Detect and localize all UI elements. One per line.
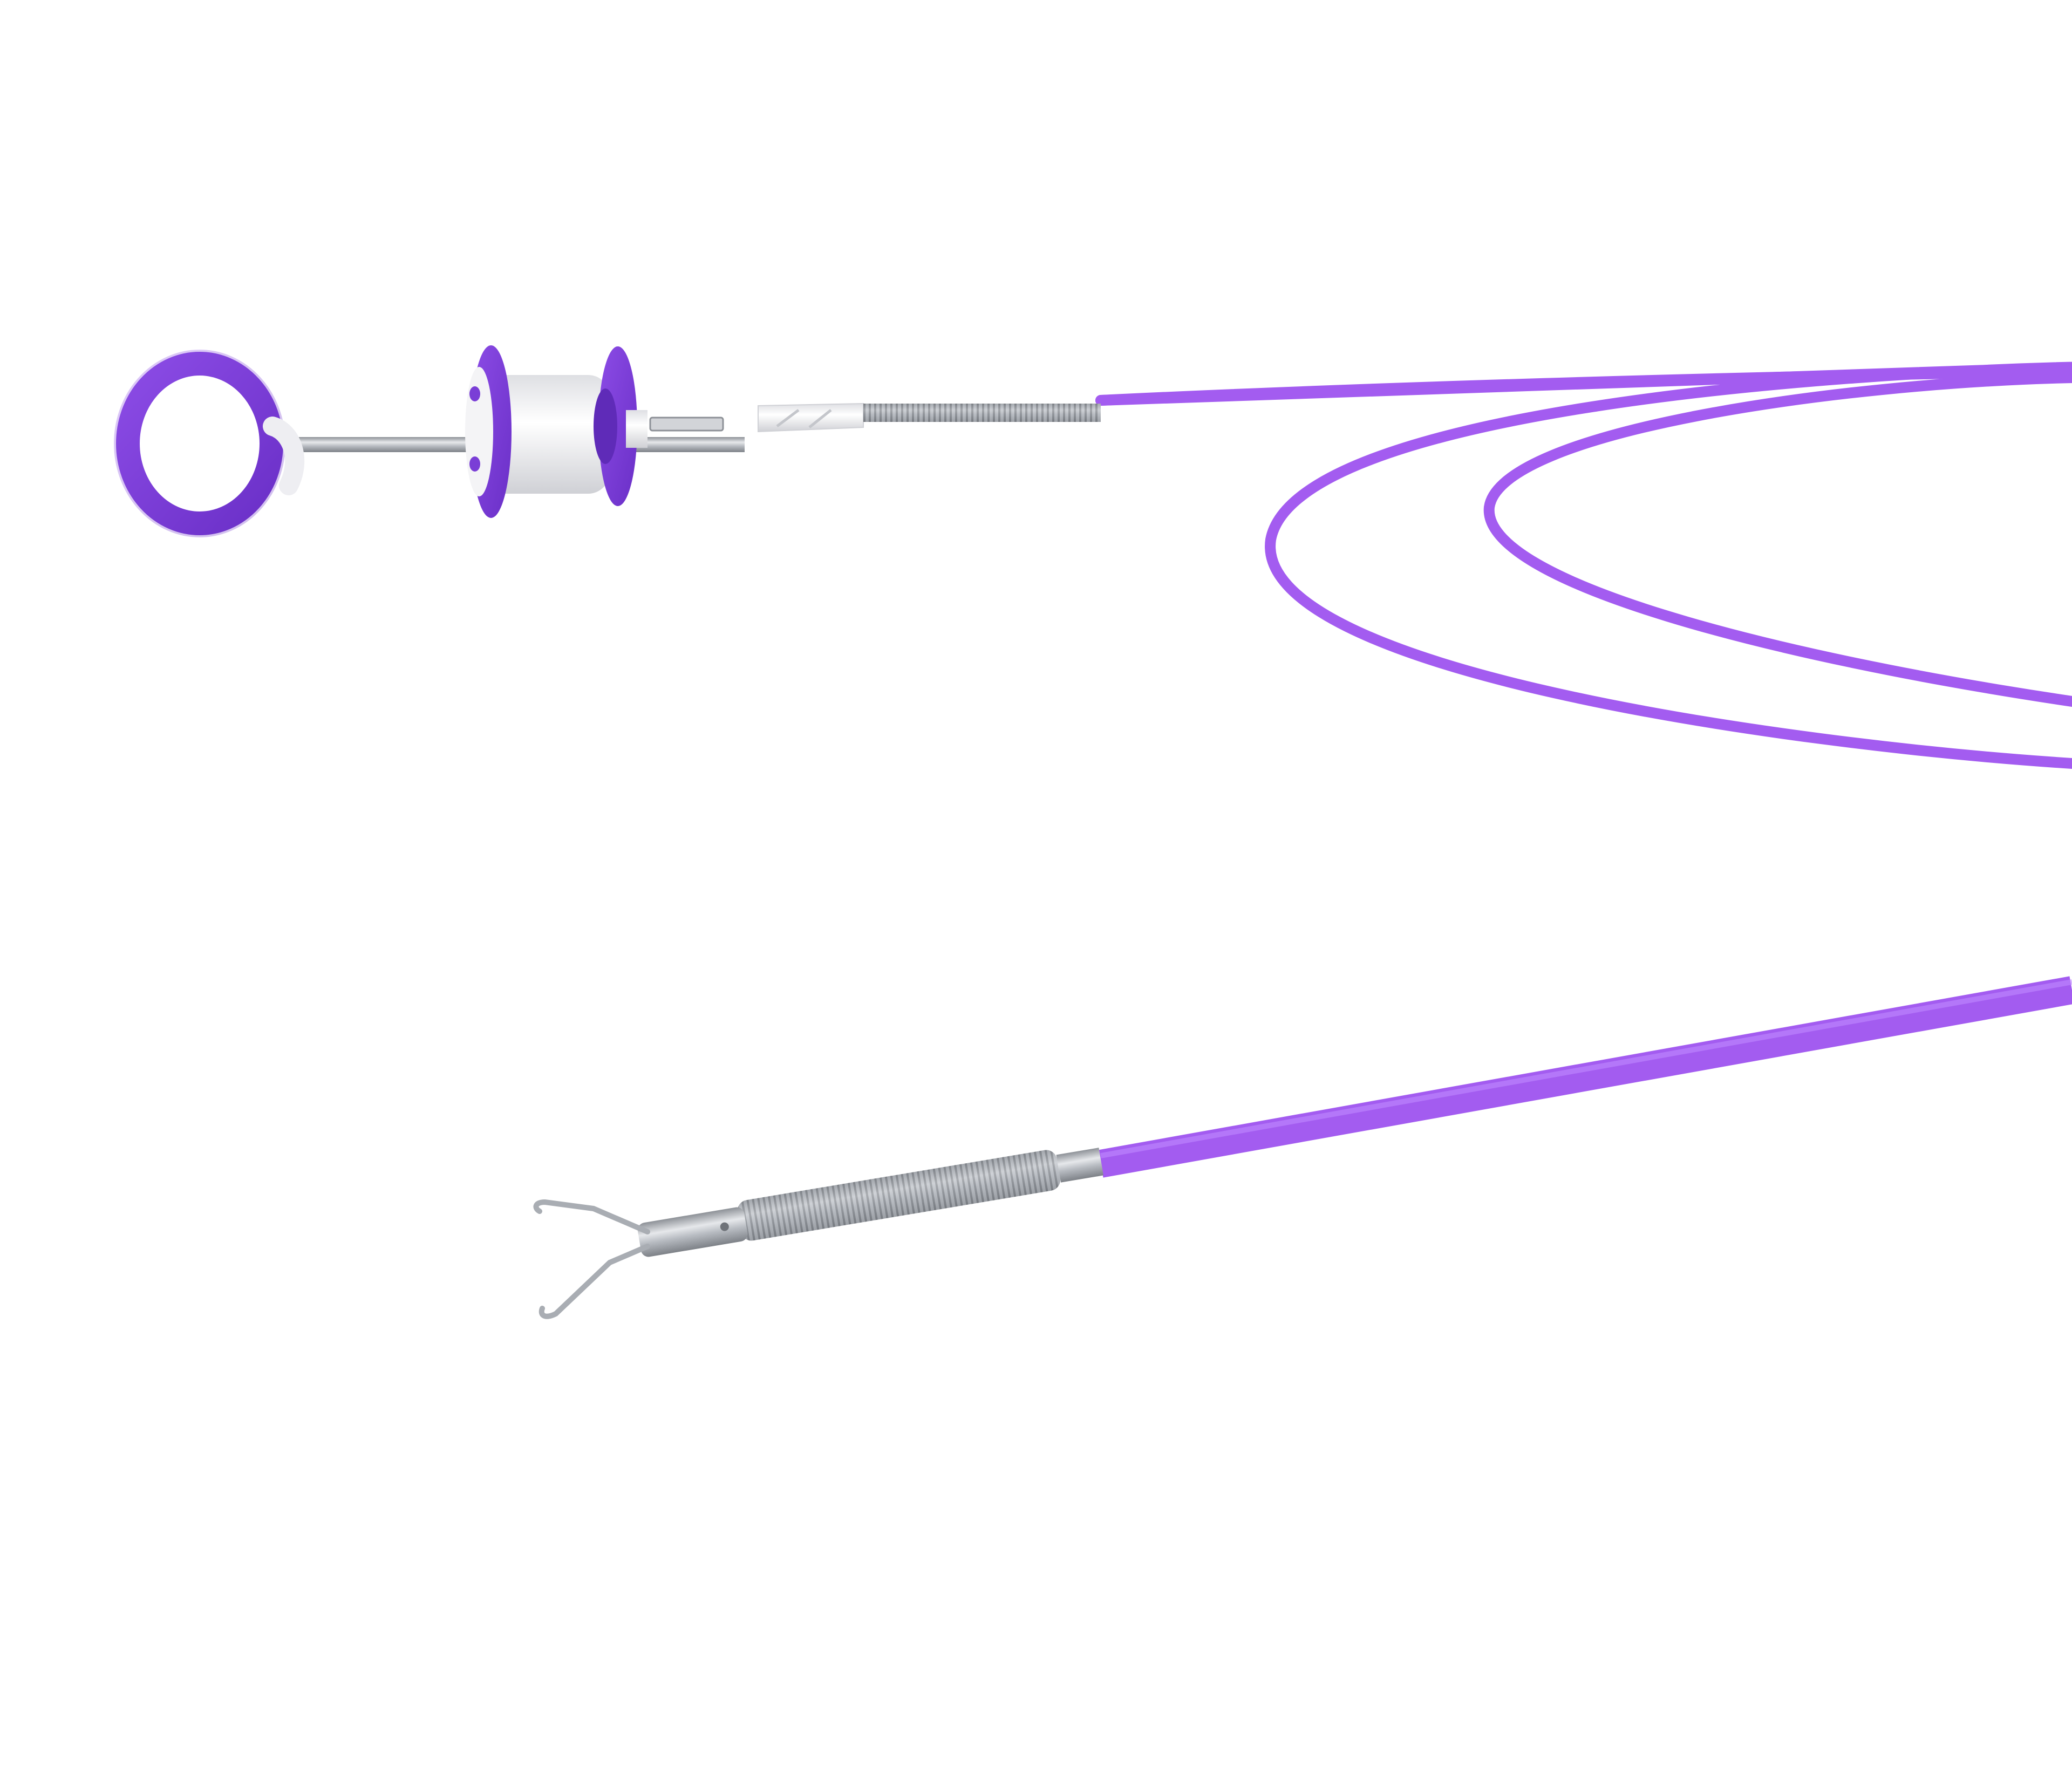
finger-ring (111, 346, 305, 541)
forceps-icon (533, 1199, 650, 1234)
catheter-outer-loop (1095, 361, 2072, 769)
clevis (637, 1207, 748, 1257)
catheter-loops (1095, 361, 2072, 769)
distal-assembly (533, 976, 2072, 1319)
catheter-top-run (1095, 366, 2072, 406)
ring-icon (114, 350, 285, 537)
spool-icon (486, 375, 610, 494)
handle-assembly (111, 345, 1101, 541)
catheter-inner-loop (1483, 372, 2072, 707)
coiled-sheath (737, 1148, 1103, 1241)
strain-relief (758, 402, 864, 433)
catheter-distal-run (1098, 976, 2072, 1178)
spool-handle (465, 345, 648, 518)
grasping-jaws (533, 1199, 650, 1319)
